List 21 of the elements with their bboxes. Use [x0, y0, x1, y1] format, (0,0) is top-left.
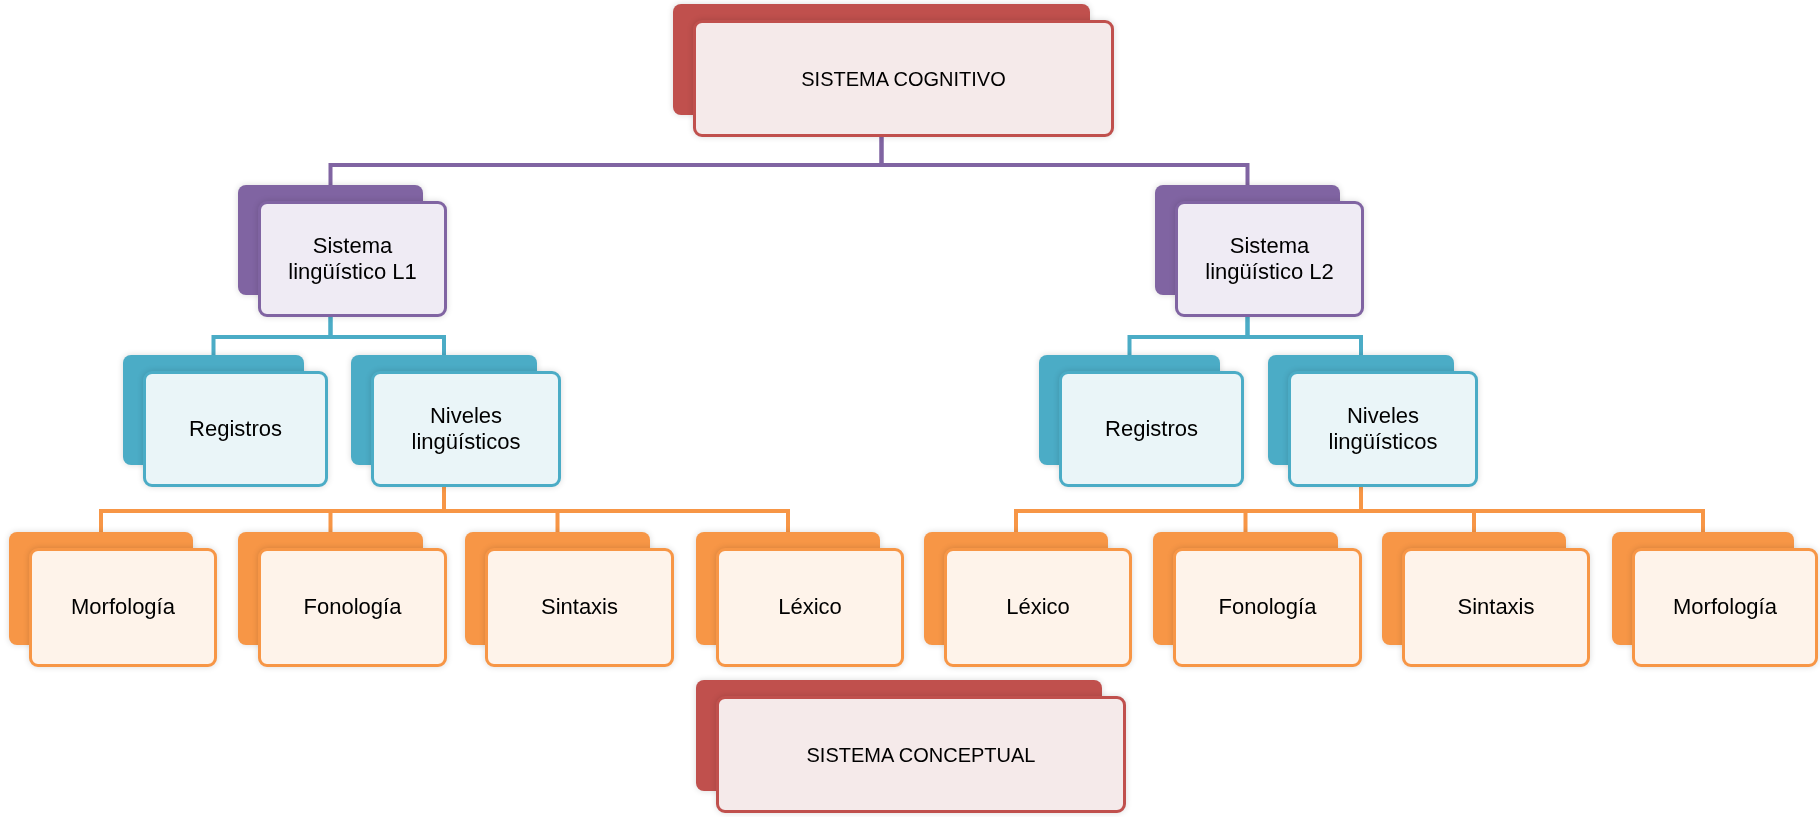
- node-label: Morfología: [71, 594, 175, 621]
- node-label: SISTEMA COGNITIVO: [801, 66, 1006, 91]
- node-label: Niveles lingüísticos: [1327, 402, 1439, 456]
- connector-line: [328, 317, 446, 355]
- node-label: Léxico: [1006, 594, 1070, 621]
- connector-line: [442, 487, 790, 532]
- node-label: Fonología: [1218, 594, 1317, 621]
- node-label: Registros: [1105, 415, 1198, 443]
- node-label: Niveles lingüísticos: [410, 402, 522, 456]
- connector-line: [1245, 317, 1363, 355]
- node-label: Sistema lingüístico L2: [1204, 232, 1335, 286]
- connector-line: [1359, 487, 1705, 532]
- node-label: SISTEMA CONCEPTUAL: [806, 742, 1036, 767]
- node-label: Sistema lingüístico L1: [287, 232, 418, 286]
- connector-line: [879, 137, 1250, 185]
- node-label: Sintaxis: [1457, 594, 1535, 621]
- node-label: Morfología: [1673, 594, 1777, 621]
- node-label: Fonología: [303, 594, 402, 621]
- node-label: Sintaxis: [540, 594, 618, 621]
- node-label: Léxico: [778, 594, 842, 621]
- node-label: Registros: [189, 415, 282, 443]
